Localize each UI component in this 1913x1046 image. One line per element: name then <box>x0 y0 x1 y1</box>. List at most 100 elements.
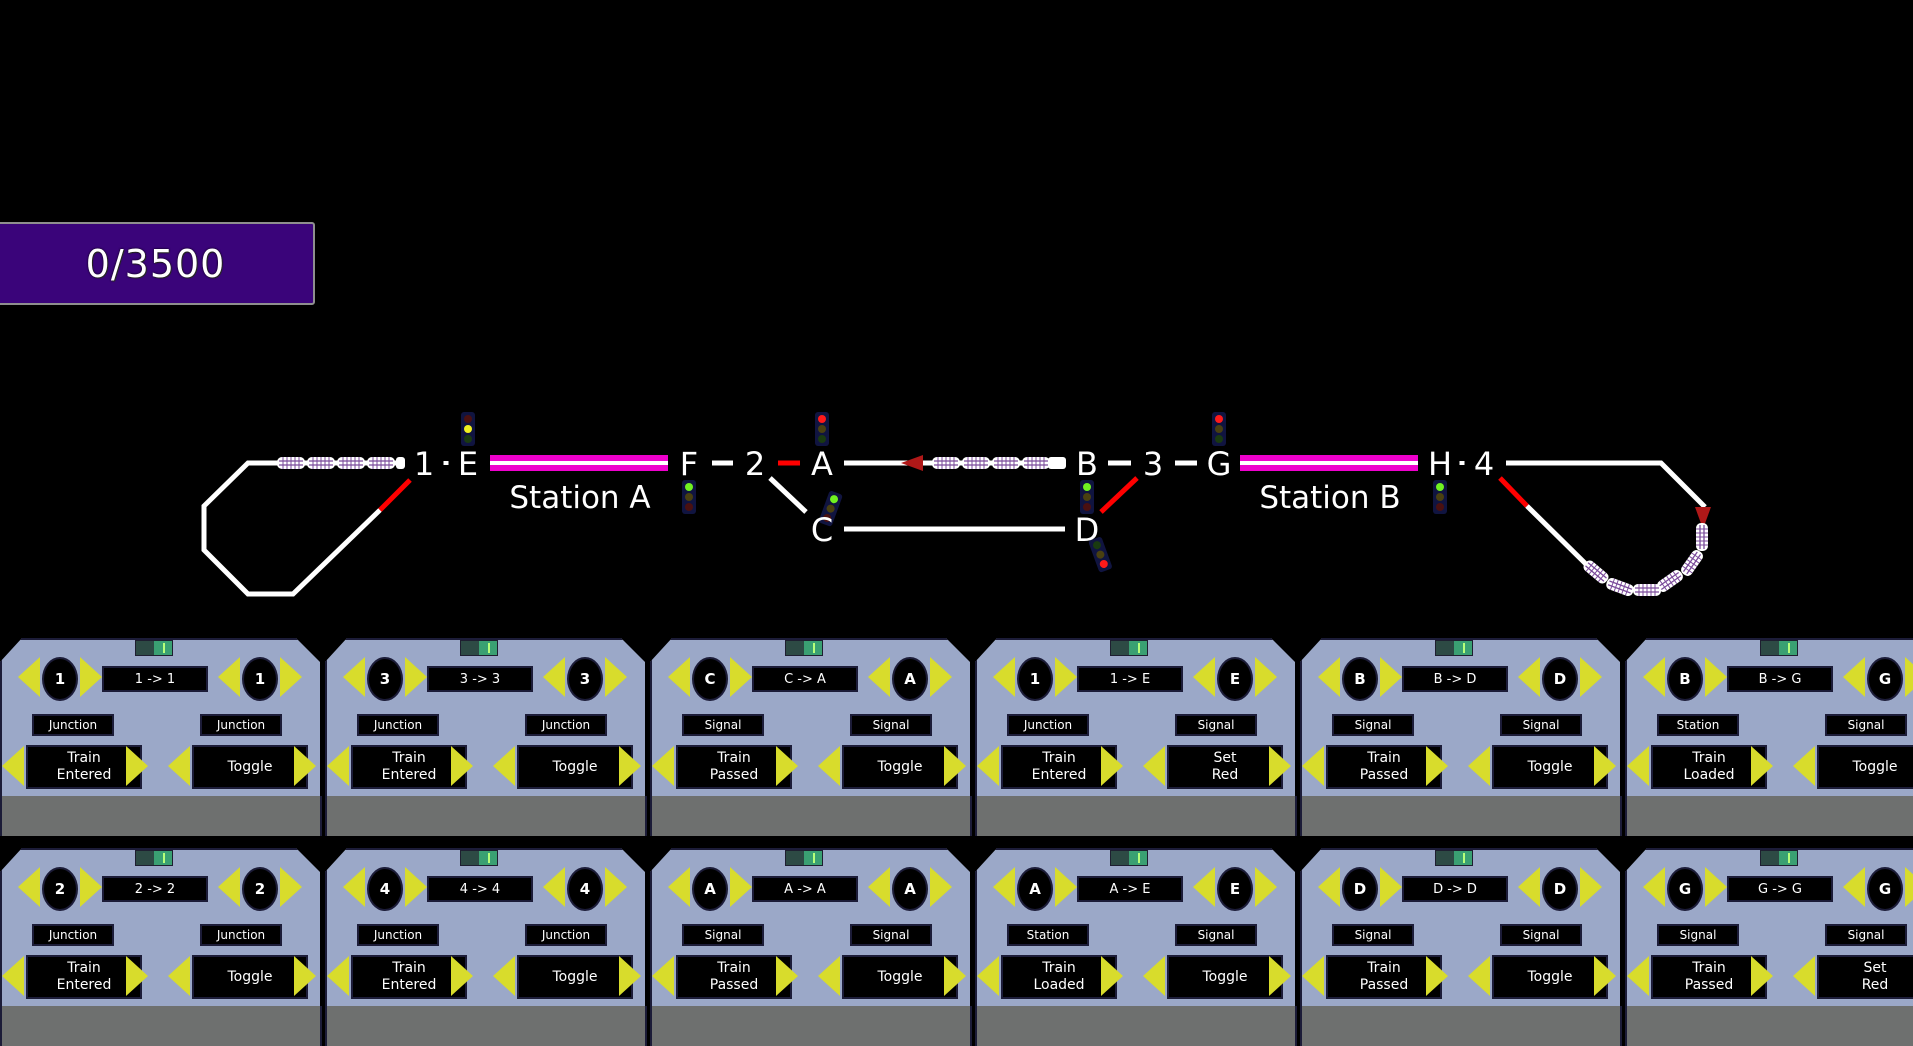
to-next-arrow-icon[interactable] <box>930 657 952 697</box>
trigger-next-arrow-icon[interactable] <box>776 956 798 996</box>
action-prev-arrow-icon[interactable] <box>818 956 840 996</box>
action-next-arrow-icon[interactable] <box>1594 746 1616 786</box>
from-prev-arrow-icon[interactable] <box>1318 867 1340 907</box>
trigger-next-arrow-icon[interactable] <box>1101 746 1123 786</box>
action-prev-arrow-icon[interactable] <box>1468 956 1490 996</box>
action-next-arrow-icon[interactable] <box>1269 746 1291 786</box>
action-prev-arrow-icon[interactable] <box>168 956 190 996</box>
action-prev-arrow-icon[interactable] <box>1793 956 1815 996</box>
from-next-arrow-icon[interactable] <box>730 657 752 697</box>
to-prev-arrow-icon[interactable] <box>543 867 565 907</box>
from-prev-arrow-icon[interactable] <box>343 657 365 697</box>
to-prev-arrow-icon[interactable] <box>218 867 240 907</box>
action-prev-arrow-icon[interactable] <box>818 746 840 786</box>
from-prev-arrow-icon[interactable] <box>993 657 1015 697</box>
from-next-arrow-icon[interactable] <box>80 657 102 697</box>
trigger-next-arrow-icon[interactable] <box>1101 956 1123 996</box>
trigger-value[interactable]: Train Entered <box>26 745 142 789</box>
to-next-arrow-icon[interactable] <box>605 867 627 907</box>
action-value[interactable]: Toggle <box>842 955 958 999</box>
trigger-prev-arrow-icon[interactable] <box>327 746 349 786</box>
from-prev-arrow-icon[interactable] <box>1318 657 1340 697</box>
to-prev-arrow-icon[interactable] <box>1193 867 1215 907</box>
enable-toggle[interactable] <box>1110 640 1148 656</box>
from-prev-arrow-icon[interactable] <box>1643 657 1665 697</box>
action-value[interactable]: Toggle <box>1492 955 1608 999</box>
trigger-prev-arrow-icon[interactable] <box>1627 746 1649 786</box>
from-prev-arrow-icon[interactable] <box>18 867 40 907</box>
trigger-value[interactable]: Train Passed <box>1651 955 1767 999</box>
enable-toggle[interactable] <box>1435 640 1473 656</box>
to-prev-arrow-icon[interactable] <box>1843 867 1865 907</box>
from-prev-arrow-icon[interactable] <box>668 867 690 907</box>
from-prev-arrow-icon[interactable] <box>1643 867 1665 907</box>
train-2[interactable] <box>901 455 1066 471</box>
trigger-prev-arrow-icon[interactable] <box>2 746 24 786</box>
to-next-arrow-icon[interactable] <box>1580 657 1602 697</box>
trigger-value[interactable]: Train Entered <box>351 955 467 999</box>
trigger-value[interactable]: Train Loaded <box>1001 955 1117 999</box>
action-value[interactable]: Toggle <box>192 955 308 999</box>
action-value[interactable]: Toggle <box>1167 955 1283 999</box>
trigger-prev-arrow-icon[interactable] <box>652 956 674 996</box>
enable-toggle[interactable] <box>1435 850 1473 866</box>
action-next-arrow-icon[interactable] <box>944 746 966 786</box>
trigger-next-arrow-icon[interactable] <box>1426 956 1448 996</box>
signal-E[interactable] <box>461 412 475 446</box>
trigger-prev-arrow-icon[interactable] <box>2 956 24 996</box>
action-value[interactable]: Toggle <box>192 745 308 789</box>
to-prev-arrow-icon[interactable] <box>218 657 240 697</box>
to-prev-arrow-icon[interactable] <box>868 867 890 907</box>
action-prev-arrow-icon[interactable] <box>493 956 515 996</box>
signal-G[interactable] <box>1212 412 1226 446</box>
to-prev-arrow-icon[interactable] <box>1843 657 1865 697</box>
action-value[interactable]: Set Red <box>1817 955 1913 999</box>
action-prev-arrow-icon[interactable] <box>1793 746 1815 786</box>
action-prev-arrow-icon[interactable] <box>493 746 515 786</box>
trigger-value[interactable]: Train Passed <box>1326 745 1442 789</box>
enable-toggle[interactable] <box>1760 850 1798 866</box>
to-next-arrow-icon[interactable] <box>1905 657 1913 697</box>
enable-toggle[interactable] <box>785 850 823 866</box>
action-prev-arrow-icon[interactable] <box>1143 746 1165 786</box>
trigger-next-arrow-icon[interactable] <box>1426 746 1448 786</box>
trigger-prev-arrow-icon[interactable] <box>977 746 999 786</box>
action-prev-arrow-icon[interactable] <box>168 746 190 786</box>
trigger-value[interactable]: Train Loaded <box>1651 745 1767 789</box>
train-3[interactable] <box>1581 507 1711 597</box>
from-prev-arrow-icon[interactable] <box>18 657 40 697</box>
trigger-next-arrow-icon[interactable] <box>1751 956 1773 996</box>
to-next-arrow-icon[interactable] <box>930 867 952 907</box>
from-next-arrow-icon[interactable] <box>1705 657 1727 697</box>
action-prev-arrow-icon[interactable] <box>1143 956 1165 996</box>
enable-toggle[interactable] <box>135 850 173 866</box>
signal-D[interactable] <box>1088 536 1113 573</box>
enable-toggle[interactable] <box>1110 850 1148 866</box>
trigger-next-arrow-icon[interactable] <box>1751 746 1773 786</box>
signal-B[interactable] <box>1080 480 1094 514</box>
action-next-arrow-icon[interactable] <box>1594 956 1616 996</box>
trigger-prev-arrow-icon[interactable] <box>652 746 674 786</box>
action-value[interactable]: Toggle <box>842 745 958 789</box>
to-next-arrow-icon[interactable] <box>280 657 302 697</box>
signal-A[interactable] <box>815 412 829 446</box>
from-next-arrow-icon[interactable] <box>1705 867 1727 907</box>
action-next-arrow-icon[interactable] <box>294 956 316 996</box>
enable-toggle[interactable] <box>1760 640 1798 656</box>
signal-F[interactable] <box>682 480 696 514</box>
action-value[interactable]: Set Red <box>1167 745 1283 789</box>
from-next-arrow-icon[interactable] <box>1380 657 1402 697</box>
from-next-arrow-icon[interactable] <box>405 657 427 697</box>
action-next-arrow-icon[interactable] <box>294 746 316 786</box>
trigger-prev-arrow-icon[interactable] <box>1627 956 1649 996</box>
trigger-next-arrow-icon[interactable] <box>776 746 798 786</box>
to-next-arrow-icon[interactable] <box>1255 867 1277 907</box>
trigger-next-arrow-icon[interactable] <box>126 956 148 996</box>
trigger-next-arrow-icon[interactable] <box>451 746 473 786</box>
trigger-value[interactable]: Train Passed <box>676 955 792 999</box>
to-prev-arrow-icon[interactable] <box>868 657 890 697</box>
to-next-arrow-icon[interactable] <box>1255 657 1277 697</box>
action-value[interactable]: Toggle <box>517 955 633 999</box>
trigger-prev-arrow-icon[interactable] <box>1302 956 1324 996</box>
signal-C[interactable] <box>818 490 843 527</box>
